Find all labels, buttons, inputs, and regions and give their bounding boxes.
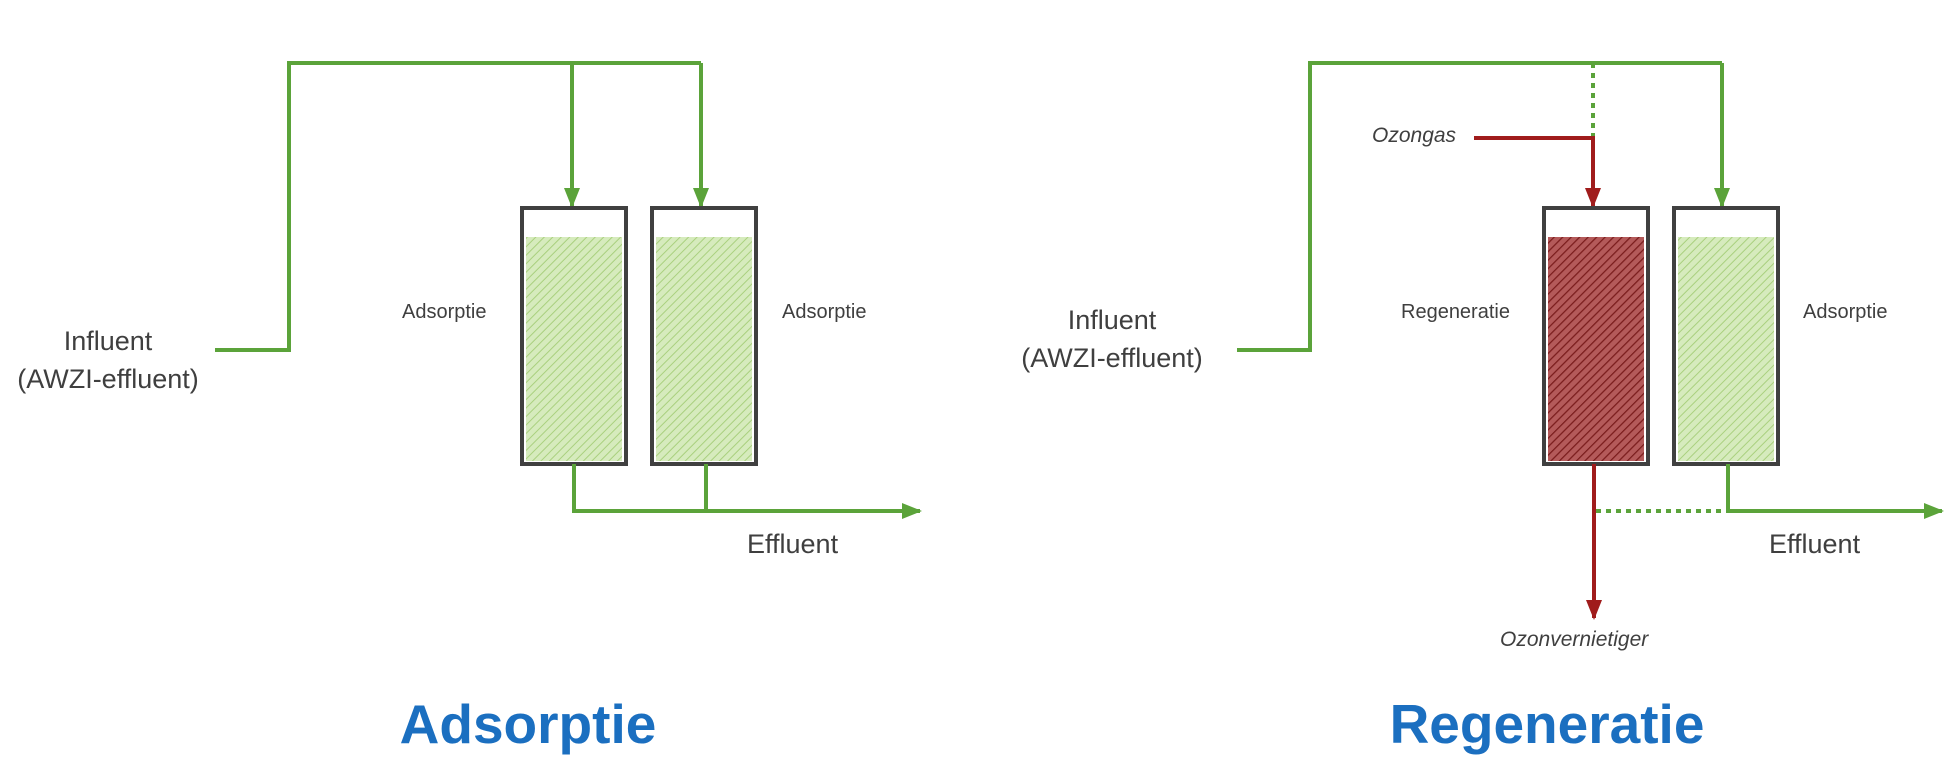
right-column-a-label: Regeneratie <box>1401 301 1510 323</box>
left-column-b-label: Adsorptie <box>782 301 867 323</box>
right-influent-subtext: (AWZI-effluent) <box>1021 343 1203 373</box>
left-influent-text: Influent <box>63 326 153 356</box>
left-panel-title: Adsorptie <box>399 693 657 755</box>
left-effluent-pipe-a <box>572 464 706 513</box>
right-influent-pipe <box>1237 61 1722 352</box>
left-influent-subtext: (AWZI-effluent) <box>17 364 199 394</box>
right-effluent-label: Effluent <box>1769 529 1861 559</box>
left-effluent-label: Effluent <box>747 529 839 559</box>
right-column-b-fill <box>1678 237 1774 461</box>
left-influent-label: Influent (AWZI-effluent) <box>8 322 208 398</box>
left-column-a-label: Adsorptie <box>402 301 487 323</box>
right-panel-diagram <box>1237 61 1944 620</box>
left-panel-diagram <box>215 61 922 519</box>
left-column-a-fill <box>526 237 622 461</box>
right-influent-label: Influent (AWZI-effluent) <box>1012 301 1212 377</box>
left-influent-pipe <box>215 61 701 352</box>
right-panel-title: Regeneratie <box>1389 693 1705 755</box>
right-column-a-fill <box>1548 237 1644 461</box>
ozone-in-label: Ozongas <box>1372 124 1457 147</box>
ozone-in-pipe <box>1474 136 1601 208</box>
left-column-b-fill <box>656 237 752 461</box>
right-column-b-label: Adsorptie <box>1803 301 1888 323</box>
right-influent-text: Influent <box>1067 305 1157 335</box>
ozone-out-label: Ozonvernietiger <box>1500 628 1649 651</box>
